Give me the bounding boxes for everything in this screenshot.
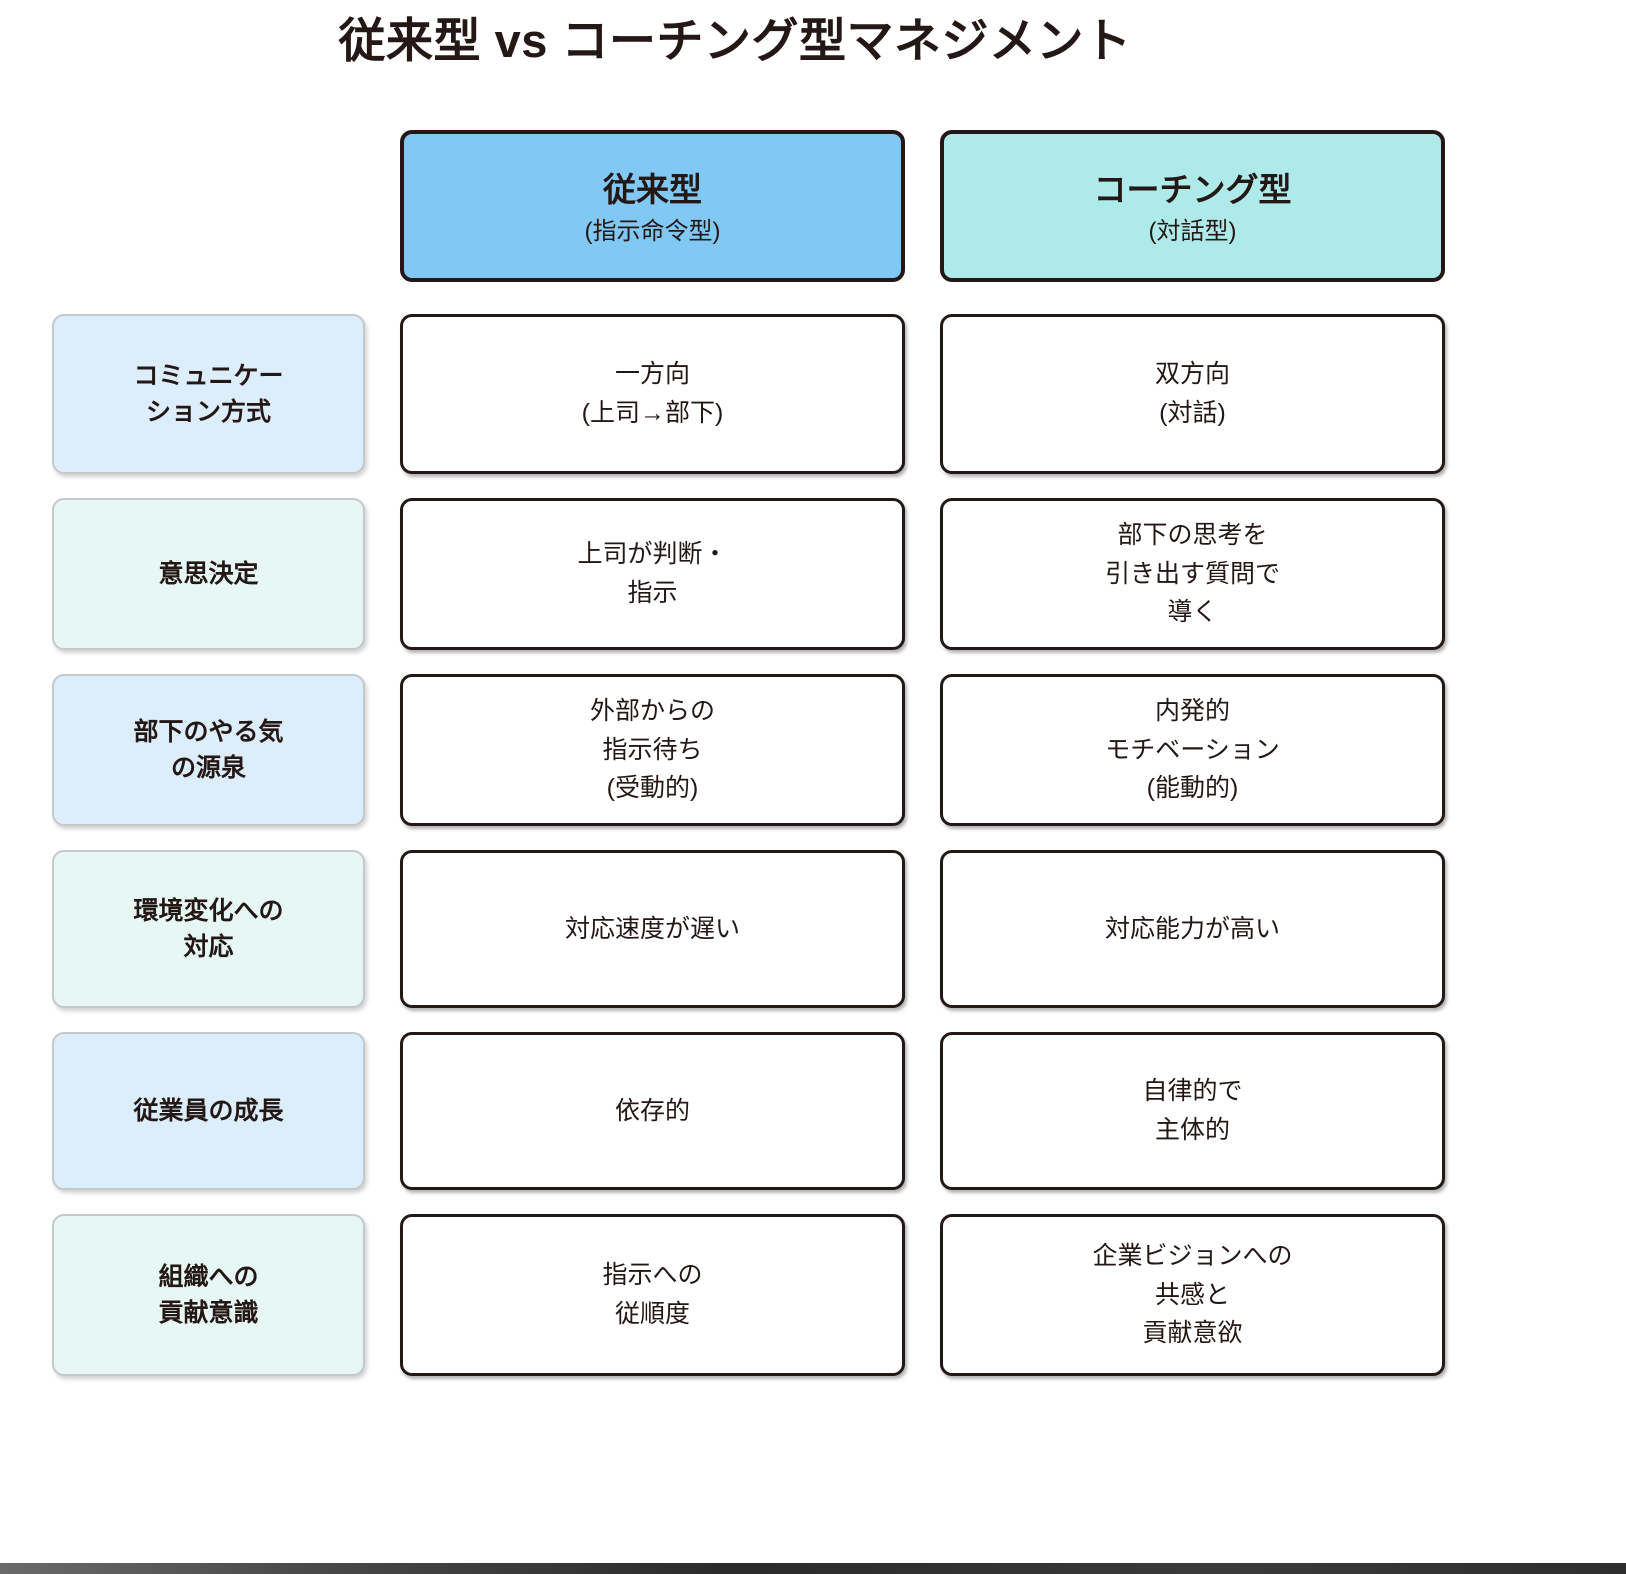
row-label-card: 組織への 貢献意識 bbox=[52, 1214, 365, 1376]
column-header-coaching[interactable]: コーチング型 (対話型) bbox=[940, 130, 1445, 282]
cell-coaching-org-contribution[interactable]: 企業ビジョンへの 共感と 貢献意欲 bbox=[940, 1214, 1445, 1376]
table-row: コミュニケー ション方式 一方向 (上司→部下) 双方向 (対話) bbox=[52, 314, 1445, 474]
header-title-coaching: コーチング型 bbox=[1093, 171, 1292, 209]
cell-traditional-decision-making[interactable]: 上司が判断・ 指示 bbox=[400, 498, 905, 650]
header-subtitle-coaching: (対話型) bbox=[1148, 217, 1237, 245]
cell-content: 上司が判断・ 指示 bbox=[400, 498, 905, 650]
cell-traditional-employee-growth[interactable]: 依存的 bbox=[400, 1032, 905, 1190]
cell-traditional-change-response[interactable]: 対応速度が遅い bbox=[400, 850, 905, 1008]
row-label-decision-making[interactable]: 意思決定 bbox=[52, 498, 365, 650]
header-subtitle-traditional: (指示命令型) bbox=[584, 217, 721, 245]
row-label-motivation-source[interactable]: 部下のやる気 の源泉 bbox=[52, 674, 365, 826]
row-label-card: 環境変化への 対応 bbox=[52, 850, 365, 1008]
cell-traditional-motivation-source[interactable]: 外部からの 指示待ち (受動的) bbox=[400, 674, 905, 826]
column-header-traditional[interactable]: 従来型 (指示命令型) bbox=[400, 130, 905, 282]
cell-content: 部下の思考を 引き出す質問で 導く bbox=[940, 498, 1445, 650]
row-label-card: 部下のやる気 の源泉 bbox=[52, 674, 365, 826]
cell-content: 自律的で 主体的 bbox=[940, 1032, 1445, 1190]
cell-content: 対応速度が遅い bbox=[400, 850, 905, 1008]
row-label-card: 従業員の成長 bbox=[52, 1032, 365, 1190]
cell-content: 内発的 モチベーション (能動的) bbox=[940, 674, 1445, 826]
table-row: 組織への 貢献意識 指示への 従順度 企業ビジョンへの 共感と 貢献意欲 bbox=[52, 1214, 1445, 1376]
matrix-header-row: 従来型 (指示命令型) コーチング型 (対話型) bbox=[52, 130, 1445, 282]
cell-content: 一方向 (上司→部下) bbox=[400, 314, 905, 474]
table-row: 従業員の成長 依存的 自律的で 主体的 bbox=[52, 1032, 1445, 1190]
cell-content: 外部からの 指示待ち (受動的) bbox=[400, 674, 905, 826]
row-label-card: 意思決定 bbox=[52, 498, 365, 650]
row-label-card: コミュニケー ション方式 bbox=[52, 314, 365, 474]
cell-coaching-motivation-source[interactable]: 内発的 モチベーション (能動的) bbox=[940, 674, 1445, 826]
cell-coaching-change-response[interactable]: 対応能力が高い bbox=[940, 850, 1445, 1008]
header-corner-spacer bbox=[52, 130, 365, 282]
cell-coaching-employee-growth[interactable]: 自律的で 主体的 bbox=[940, 1032, 1445, 1190]
cell-traditional-communication[interactable]: 一方向 (上司→部下) bbox=[400, 314, 905, 474]
comparison-matrix: 従来型 (指示命令型) コーチング型 (対話型) コミュニケー ション方式 一方… bbox=[52, 130, 1445, 1400]
row-label-communication[interactable]: コミュニケー ション方式 bbox=[52, 314, 365, 474]
header-card-traditional[interactable]: 従来型 (指示命令型) bbox=[400, 130, 905, 282]
row-label-org-contribution[interactable]: 組織への 貢献意識 bbox=[52, 1214, 365, 1376]
header-title-traditional: 従来型 bbox=[603, 171, 702, 209]
cell-content: 対応能力が高い bbox=[940, 850, 1445, 1008]
cell-coaching-communication[interactable]: 双方向 (対話) bbox=[940, 314, 1445, 474]
header-card-coaching[interactable]: コーチング型 (対話型) bbox=[940, 130, 1445, 282]
cell-traditional-org-contribution[interactable]: 指示への 従順度 bbox=[400, 1214, 905, 1376]
table-row: 環境変化への 対応 対応速度が遅い 対応能力が高い bbox=[52, 850, 1445, 1008]
cell-content: 指示への 従順度 bbox=[400, 1214, 905, 1376]
table-row: 部下のやる気 の源泉 外部からの 指示待ち (受動的) 内発的 モチベーション … bbox=[52, 674, 1445, 826]
row-label-employee-growth[interactable]: 従業員の成長 bbox=[52, 1032, 365, 1190]
cell-content: 双方向 (対話) bbox=[940, 314, 1445, 474]
cell-content: 依存的 bbox=[400, 1032, 905, 1190]
cell-content: 企業ビジョンへの 共感と 貢献意欲 bbox=[940, 1214, 1445, 1376]
table-row: 意思決定 上司が判断・ 指示 部下の思考を 引き出す質問で 導く bbox=[52, 498, 1445, 650]
row-label-change-response[interactable]: 環境変化への 対応 bbox=[52, 850, 365, 1008]
cell-coaching-decision-making[interactable]: 部下の思考を 引き出す質問で 導く bbox=[940, 498, 1445, 650]
window-chrome-bar bbox=[0, 1563, 1626, 1574]
page-title: 従来型 vs コーチング型マネジメント bbox=[338, 14, 1132, 67]
